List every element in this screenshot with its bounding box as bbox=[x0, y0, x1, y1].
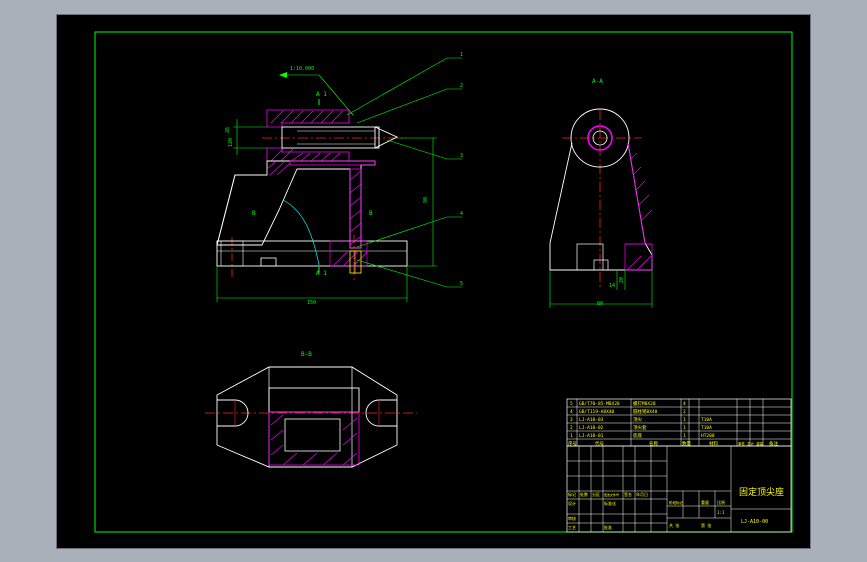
drawing-canvas: 1:10.000 150 90 26 120 A 1 A 1 B B 1 2 3… bbox=[94, 31, 793, 533]
bottom-section-view-b-b: B-B bbox=[205, 351, 417, 468]
side-view-a-a: A-A 80 20 14 bbox=[549, 78, 653, 308]
bom-material-3: T10A bbox=[701, 417, 712, 423]
bom-qty-1: 1 bbox=[683, 433, 686, 439]
drawing-border bbox=[94, 31, 793, 533]
cad-viewport[interactable]: 1:10.000 150 90 26 120 A 1 A 1 B B 1 2 3… bbox=[56, 14, 811, 549]
bom-header-qty: 数量 bbox=[682, 440, 691, 447]
tb-label-sheet: 第 张 bbox=[701, 522, 711, 528]
tb-label-design: 设计 bbox=[568, 500, 576, 506]
bom-no-5: 5 bbox=[570, 401, 573, 407]
bom-code-1: LJ-A10-01 bbox=[579, 433, 604, 439]
taper-note: 1:10.000 bbox=[290, 66, 314, 72]
bom-no-3: 3 bbox=[570, 417, 573, 423]
tb-label-zone: 分区 bbox=[592, 491, 600, 497]
bom-name-5: 螺钉M8X20 bbox=[633, 400, 656, 407]
bottom-view-title: B-B bbox=[301, 351, 312, 358]
bom-qty-3: 1 bbox=[683, 417, 686, 423]
side-dim-width: 80 bbox=[597, 301, 603, 307]
bom-code-5: GB/T70-85-M8X20 bbox=[579, 401, 620, 407]
tb-label-standard: 标准化 bbox=[604, 500, 616, 506]
dim-length: 150 bbox=[307, 300, 316, 306]
side-dim-small-b: 14 bbox=[609, 283, 615, 289]
bom-name-3: 顶尖 bbox=[633, 416, 642, 423]
tb-label-sign: 签名 bbox=[624, 491, 632, 497]
side-view-title: A-A bbox=[592, 78, 603, 85]
bom-code-4: GB/T119-A8X40 bbox=[579, 409, 615, 415]
bom-name-1: 底座 bbox=[633, 432, 642, 439]
tb-label-process: 工艺 bbox=[568, 525, 576, 530]
bom-no-1: 1 bbox=[570, 433, 573, 439]
tb-scale-value: 1:1 bbox=[717, 510, 725, 515]
bom-name-2: 顶尖套 bbox=[633, 424, 647, 431]
tb-label-review: 审核 bbox=[568, 515, 576, 521]
tb-label-count: 处数 bbox=[580, 491, 588, 497]
bom-material-2: T10A bbox=[701, 425, 712, 431]
bom-header-no: 序号 bbox=[568, 440, 577, 447]
bom-code-3: LJ-A10-03 bbox=[579, 417, 604, 423]
bom-no-2: 2 bbox=[570, 425, 573, 431]
tb-label-date: 年月日 bbox=[636, 491, 648, 497]
bom-header-material: 材料 bbox=[709, 440, 718, 447]
bom-qty-5: 4 bbox=[683, 401, 686, 407]
tb-label-weight: 重量 bbox=[701, 499, 709, 505]
tb-label-stage: 阶段标记 bbox=[669, 500, 683, 505]
bom-material-1: HT200 bbox=[701, 433, 715, 439]
bom-qty-2: 1 bbox=[683, 425, 686, 431]
dim-height: 90 bbox=[423, 197, 429, 203]
bom-no-4: 4 bbox=[570, 409, 573, 415]
side-dim-small-a: 20 bbox=[619, 277, 625, 283]
balloon-1: 1 bbox=[460, 52, 463, 58]
drawing-code: LJ-A10-00 bbox=[741, 519, 768, 525]
section-a-bottom-label: A 1 bbox=[316, 270, 327, 277]
bom-header-note: 备注 bbox=[769, 440, 778, 447]
bom-table: 5 GB/T70-85-M8X20 螺钉M8X20 4 4 GB/T119-A8… bbox=[566, 398, 792, 447]
tb-label-total-sheets: 共 张 bbox=[669, 522, 679, 528]
bom-name-4: 圆柱销8X40 bbox=[633, 408, 658, 415]
bom-qty-4: 2 bbox=[683, 409, 686, 415]
bom-header-code: 代号 bbox=[595, 440, 604, 447]
bom-code-2: LJ-A10-02 bbox=[579, 425, 604, 431]
balloon-4: 4 bbox=[460, 211, 463, 217]
tb-label-approve: 批准 bbox=[604, 524, 612, 530]
tb-label-mark: 标记 bbox=[568, 491, 576, 497]
bom-header-name: 名称 bbox=[649, 440, 658, 447]
bom-header-weight: 单件 总计 重量 bbox=[738, 441, 764, 446]
tb-label-change: 更改文件号 bbox=[604, 492, 619, 497]
drawing-name: 固定顶尖座 bbox=[739, 486, 784, 498]
balloon-3: 3 bbox=[460, 153, 463, 159]
balloon-2: 2 bbox=[460, 83, 463, 89]
dim-small-b: 120 bbox=[228, 138, 234, 147]
section-b-right-label: B bbox=[369, 210, 373, 217]
section-b-left-label: B bbox=[252, 210, 256, 217]
front-section-view: 1:10.000 150 90 26 120 A 1 A 1 B B 1 2 3… bbox=[216, 52, 463, 306]
balloon-5: 5 bbox=[460, 281, 463, 287]
dim-small-a: 26 bbox=[225, 127, 231, 133]
section-a-top-label: A 1 bbox=[316, 91, 327, 98]
tb-label-scale: 比例 bbox=[717, 499, 725, 505]
title-block: 标记 处数 分区 更改文件号 签名 年月日 设计 标准化 审核 工艺 批准 阶段… bbox=[566, 445, 792, 533]
